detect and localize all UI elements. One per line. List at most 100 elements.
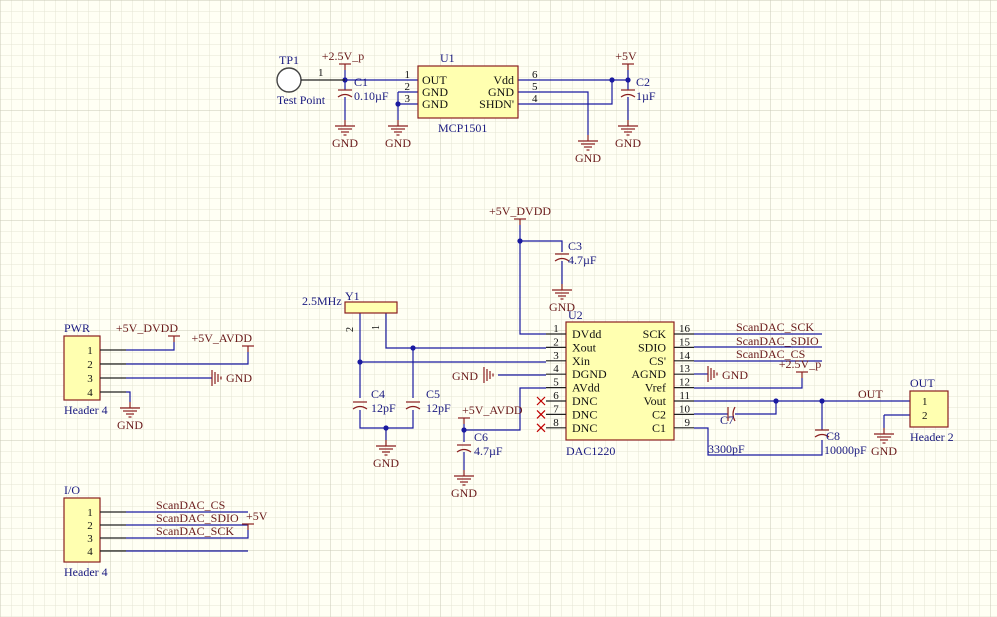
u1-part: MCP1501 bbox=[438, 121, 487, 135]
capacitor-plate-curved bbox=[352, 405, 368, 410]
wire bbox=[735, 401, 777, 415]
power-label: +2.5V_p bbox=[779, 357, 821, 371]
u1-pin-number: 2 bbox=[405, 81, 411, 93]
u1-pin-number: 1 bbox=[405, 69, 411, 81]
u2-ref: U2 bbox=[568, 308, 583, 322]
u2-pin-number: 6 bbox=[553, 390, 559, 402]
u2-pin-number: 16 bbox=[679, 323, 691, 335]
tp1-pin-number: 1 bbox=[318, 67, 324, 79]
power-label: +2.5V_p bbox=[322, 49, 364, 63]
wire bbox=[464, 387, 546, 431]
no-connect-mark bbox=[536, 409, 546, 419]
c8-value: 10000pF bbox=[824, 443, 867, 457]
u2-pin-number: 15 bbox=[679, 336, 691, 348]
u1-pin-number: 5 bbox=[532, 81, 538, 93]
out-header-pin-number: 1 bbox=[922, 396, 928, 408]
u1-pin-number: 6 bbox=[532, 69, 538, 81]
u2-pin-name: Vref bbox=[645, 381, 666, 395]
ground-label: GND bbox=[332, 136, 358, 150]
io-header-part: Header 4 bbox=[64, 565, 108, 579]
u2-pin-number: 14 bbox=[679, 350, 691, 362]
capacitor-value: 12pF bbox=[426, 401, 451, 415]
wire bbox=[126, 342, 175, 351]
io-header-pin-number: 2 bbox=[87, 520, 93, 532]
out-header-body[interactable] bbox=[909, 390, 949, 428]
wire bbox=[518, 91, 589, 135]
c7-ref: C7 bbox=[720, 413, 734, 427]
wire bbox=[126, 391, 131, 402]
u1-pin-name: GND bbox=[422, 85, 448, 99]
crystal-y1-body[interactable] bbox=[344, 301, 398, 314]
ground-label: GND bbox=[452, 369, 478, 383]
io-header-pin-number: 3 bbox=[87, 533, 93, 545]
capacitor-value: 0.10µF bbox=[354, 89, 389, 103]
u1-pin-name: SHDN' bbox=[479, 97, 514, 111]
no-connect-mark bbox=[536, 396, 546, 406]
power-label: +5V_AVDD bbox=[191, 331, 252, 345]
io-header-pin-number: 4 bbox=[87, 546, 93, 558]
u2-pin-name: DVdd bbox=[572, 327, 601, 341]
ground-label: GND bbox=[575, 151, 601, 165]
wire bbox=[126, 352, 249, 365]
capacitor-plate-curved bbox=[814, 433, 830, 438]
u2-pin-name: Xin bbox=[572, 354, 590, 368]
u2-pin-number: 4 bbox=[553, 363, 559, 375]
capacitor-plate-curved bbox=[337, 93, 353, 98]
u1-pin-name: Vdd bbox=[493, 73, 514, 87]
capacitor-plate-curved bbox=[732, 406, 736, 422]
u1-pin-name: GND bbox=[422, 97, 448, 111]
u2-pin-name: DGND bbox=[572, 367, 607, 381]
capacitor-ref: C3 bbox=[568, 239, 582, 253]
junction-dot bbox=[461, 427, 467, 433]
u2-pin-name: Xout bbox=[572, 340, 597, 354]
power-label: +5V bbox=[246, 509, 268, 523]
io-header-body[interactable] bbox=[63, 497, 101, 563]
wire bbox=[385, 313, 546, 349]
capacitor-ref: C4 bbox=[371, 387, 385, 401]
capacitor-value: 4.7µF bbox=[568, 253, 597, 267]
ground-label: GND bbox=[549, 300, 575, 314]
out-header-part: Header 2 bbox=[910, 430, 954, 444]
test-point-tp1[interactable] bbox=[276, 67, 302, 93]
wire bbox=[694, 378, 803, 389]
wire bbox=[126, 530, 249, 539]
u2-pin-name: SCK bbox=[643, 327, 667, 341]
u1-pin-number: 4 bbox=[532, 93, 538, 105]
wire bbox=[694, 427, 823, 456]
wires bbox=[126, 70, 910, 552]
out-header-ref: OUT bbox=[910, 376, 935, 390]
net-label-scan-sck: ScanDAC_SCK bbox=[156, 524, 234, 538]
power-label: +5V bbox=[615, 49, 637, 63]
junction-dot bbox=[625, 77, 631, 83]
parts bbox=[63, 63, 949, 563]
u2-pin-name: Vout bbox=[644, 394, 667, 408]
u2-pin-name: DNC bbox=[572, 421, 597, 435]
capacitor-value: 1µF bbox=[636, 89, 656, 103]
ground-label: GND bbox=[117, 418, 143, 432]
u2-pin-number: 5 bbox=[553, 377, 559, 389]
u2-body[interactable] bbox=[565, 321, 675, 441]
u2-pin-name: AVdd bbox=[572, 381, 600, 395]
y1-pin1-number: 1 bbox=[371, 325, 382, 330]
tp1-ref: TP1 bbox=[279, 53, 299, 67]
pwr-header-body[interactable] bbox=[63, 335, 101, 401]
junction-dot bbox=[609, 77, 615, 83]
junction-dot bbox=[357, 359, 363, 365]
y1-pin2-number: 2 bbox=[345, 327, 356, 332]
pwr-header-part: Header 4 bbox=[64, 403, 108, 417]
pwr-header-pin-number: 1 bbox=[87, 345, 93, 357]
net-label-scan-cs: ScanDAC_CS bbox=[736, 347, 805, 361]
ground-label: GND bbox=[722, 368, 748, 382]
pwr-header-pin-number: 3 bbox=[87, 373, 93, 385]
net-label-scan-sdio: ScanDAC_SDIO bbox=[736, 334, 819, 348]
u2-pin-name: SDIO bbox=[638, 340, 666, 354]
u2-pin-number: 13 bbox=[679, 363, 691, 375]
net-label-scan-sdio: ScanDAC_SDIO bbox=[156, 511, 239, 525]
u1-body[interactable] bbox=[417, 65, 519, 119]
capacitor-value: 12pF bbox=[371, 401, 396, 415]
u2-pin-number: 3 bbox=[553, 350, 559, 362]
pwr-header-pin-number: 4 bbox=[87, 387, 93, 399]
u2-pin-name: DNC bbox=[572, 407, 597, 421]
power-label: +5V_AVDD bbox=[462, 403, 523, 417]
u2-pin-name: C2 bbox=[652, 407, 666, 421]
